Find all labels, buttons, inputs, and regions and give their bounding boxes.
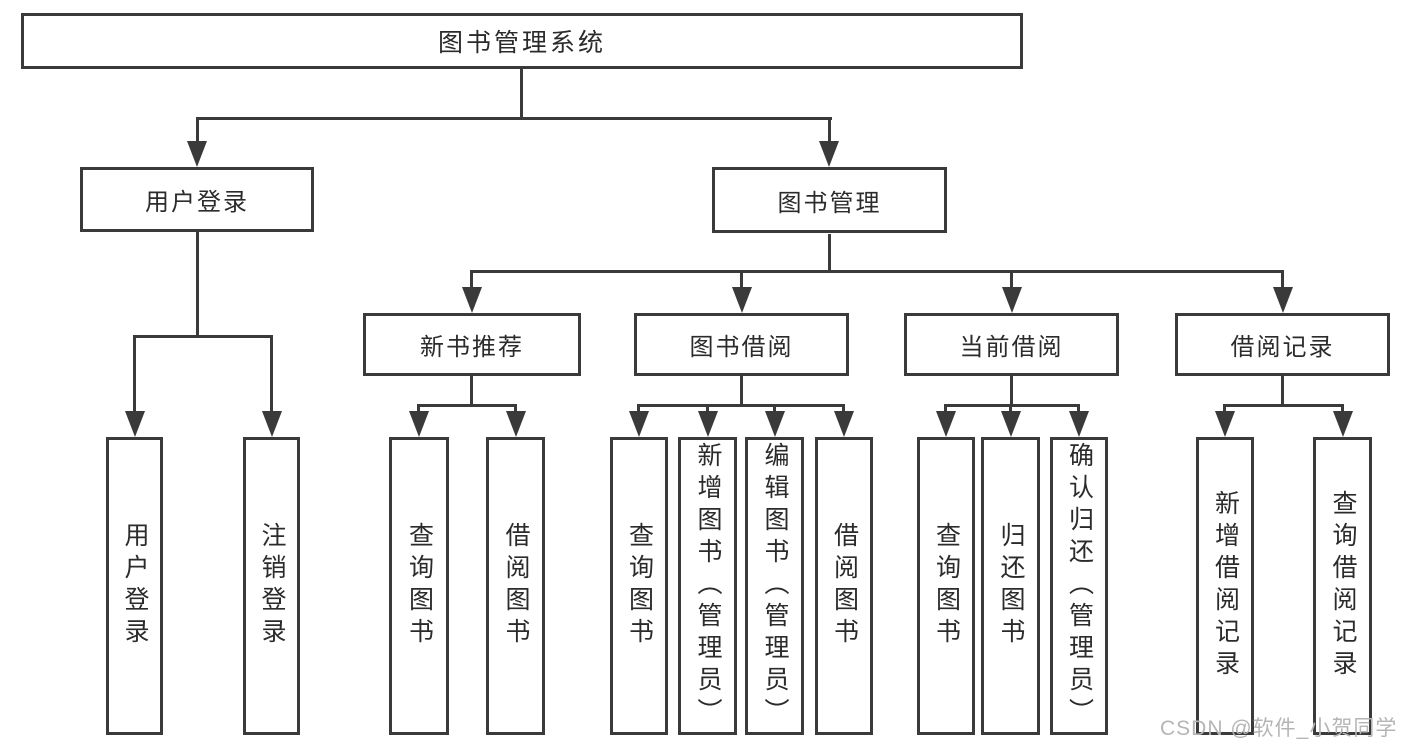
node-root: 图书管理系统 xyxy=(21,13,1023,69)
arrowhead-icon xyxy=(1069,411,1089,437)
leaf-edit-book-admin: 编辑图书（管理员） xyxy=(745,437,804,735)
leaf-label: 借阅图书 xyxy=(830,522,858,650)
leaf-borrow-book: 借阅图书 xyxy=(486,437,545,735)
leaf-query-book: 查询图书 xyxy=(389,437,449,735)
arrowhead-icon xyxy=(506,411,526,437)
connector xyxy=(828,117,831,144)
connector xyxy=(944,404,1080,407)
leaf-query-book: 查询图书 xyxy=(917,437,975,735)
leaf-label: 查询图书 xyxy=(932,522,960,650)
node-book-borrow: 图书借阅 xyxy=(634,313,849,376)
leaf-label: 新增借阅记录 xyxy=(1211,490,1239,682)
connector xyxy=(828,234,831,273)
connector xyxy=(514,404,517,413)
connector xyxy=(637,404,845,407)
leaf-add-borrow-record: 新增借阅记录 xyxy=(1196,437,1254,735)
connector xyxy=(773,404,776,413)
leaf-label: 编辑图书（管理员） xyxy=(761,442,788,730)
arrowhead-icon xyxy=(819,141,839,167)
connector xyxy=(1009,404,1012,413)
node-borrow-record: 借阅记录 xyxy=(1175,313,1390,376)
leaf-label: 归还图书 xyxy=(997,522,1024,650)
connector xyxy=(1010,270,1013,290)
arrowhead-icon xyxy=(462,287,482,313)
node-new-book-recommend: 新书推荐 xyxy=(363,313,581,376)
connector xyxy=(470,270,473,290)
connector xyxy=(740,376,743,407)
node-book-management: 图书管理 xyxy=(712,167,947,233)
arrowhead-icon xyxy=(1001,411,1021,437)
leaf-label: 借阅图书 xyxy=(502,522,529,650)
connector xyxy=(133,335,273,338)
leaf-borrow-book: 借阅图书 xyxy=(815,437,873,735)
arrowhead-icon xyxy=(1002,287,1022,313)
leaf-label: 查询图书 xyxy=(405,522,433,650)
arrowhead-icon xyxy=(698,411,718,437)
connector xyxy=(417,404,516,407)
connector xyxy=(1341,404,1344,413)
watermark: CSDN @软件_小贺同学 xyxy=(1160,717,1398,740)
leaf-confirm-return-admin: 确认归还（管理员） xyxy=(1050,437,1108,735)
connector xyxy=(270,335,273,415)
arrowhead-icon xyxy=(187,141,207,167)
leaf-user-login: 用户登录 xyxy=(106,437,163,735)
leaf-query-borrow-record: 查询借阅记录 xyxy=(1313,437,1372,735)
node-current-borrow: 当前借阅 xyxy=(904,313,1119,376)
leaf-label: 新增图书（管理员） xyxy=(694,442,721,730)
leaf-logout: 注销登录 xyxy=(243,437,300,735)
connector xyxy=(740,270,743,290)
connector xyxy=(417,404,420,413)
connector xyxy=(520,69,523,119)
leaf-return-book: 归还图书 xyxy=(981,437,1040,735)
leaf-label: 确认归还（管理员） xyxy=(1065,442,1093,730)
connector xyxy=(470,376,473,407)
leaf-query-book: 查询图书 xyxy=(610,437,668,735)
arrowhead-icon xyxy=(765,411,785,437)
connector xyxy=(1281,376,1284,407)
arrowhead-icon xyxy=(125,411,145,437)
connector xyxy=(1077,404,1080,413)
connector xyxy=(842,404,845,413)
arrowhead-icon xyxy=(732,287,752,313)
connector xyxy=(470,270,1283,273)
connector xyxy=(1223,404,1226,413)
leaf-add-book-admin: 新增图书（管理员） xyxy=(678,437,737,735)
connector xyxy=(706,404,709,413)
arrowhead-icon xyxy=(1215,411,1235,437)
arrowhead-icon xyxy=(1273,287,1293,313)
connector xyxy=(944,404,947,413)
node-user-login: 用户登录 xyxy=(80,167,314,232)
connector xyxy=(196,117,199,144)
leaf-label: 查询借阅记录 xyxy=(1329,490,1356,682)
connector xyxy=(637,404,640,413)
arrowhead-icon xyxy=(629,411,649,437)
leaf-label: 用户登录 xyxy=(121,522,148,650)
connector xyxy=(1010,376,1013,407)
arrowhead-icon xyxy=(1333,411,1353,437)
connector xyxy=(196,232,199,338)
leaf-label: 注销登录 xyxy=(258,522,285,650)
leaf-label: 查询图书 xyxy=(625,522,653,650)
connector xyxy=(1281,270,1284,290)
connector xyxy=(1223,404,1344,407)
arrowhead-icon xyxy=(834,411,854,437)
connector xyxy=(196,117,832,120)
arrowhead-icon xyxy=(409,411,429,437)
arrowhead-icon xyxy=(936,411,956,437)
arrowhead-icon xyxy=(262,411,282,437)
connector xyxy=(133,335,136,415)
